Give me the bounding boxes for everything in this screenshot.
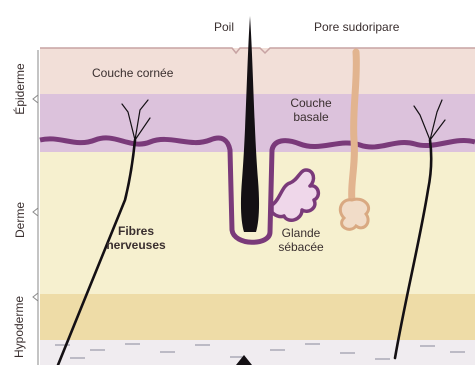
label-fibres-line2: nerveuses [98, 238, 174, 252]
label-couche-basale-line2: basale [280, 110, 342, 124]
sweat-gland-coil [340, 199, 368, 229]
label-poil: Poil [214, 20, 234, 34]
label-fibres-line1: Fibres [98, 224, 174, 238]
label-epiderme: Épiderme [13, 59, 27, 119]
label-pore-sudoripare: Pore sudoripare [314, 20, 399, 34]
hypodermis-layer [40, 292, 475, 340]
label-hypoderme: Hypoderme [12, 295, 26, 359]
label-fibres-nerveuses: Fibres nerveuses [98, 224, 174, 252]
label-couche-basale: Couche basale [280, 96, 342, 124]
label-glande-line1: Glande [272, 226, 330, 240]
layer-scale [33, 50, 38, 365]
label-glande-sebacee: Glande sébacée [272, 226, 330, 254]
label-couche-basale-line1: Couche [280, 96, 342, 110]
label-glande-line2: sébacée [272, 240, 330, 254]
label-derme: Derme [13, 190, 27, 250]
label-couche-cornee: Couche cornée [92, 66, 173, 80]
